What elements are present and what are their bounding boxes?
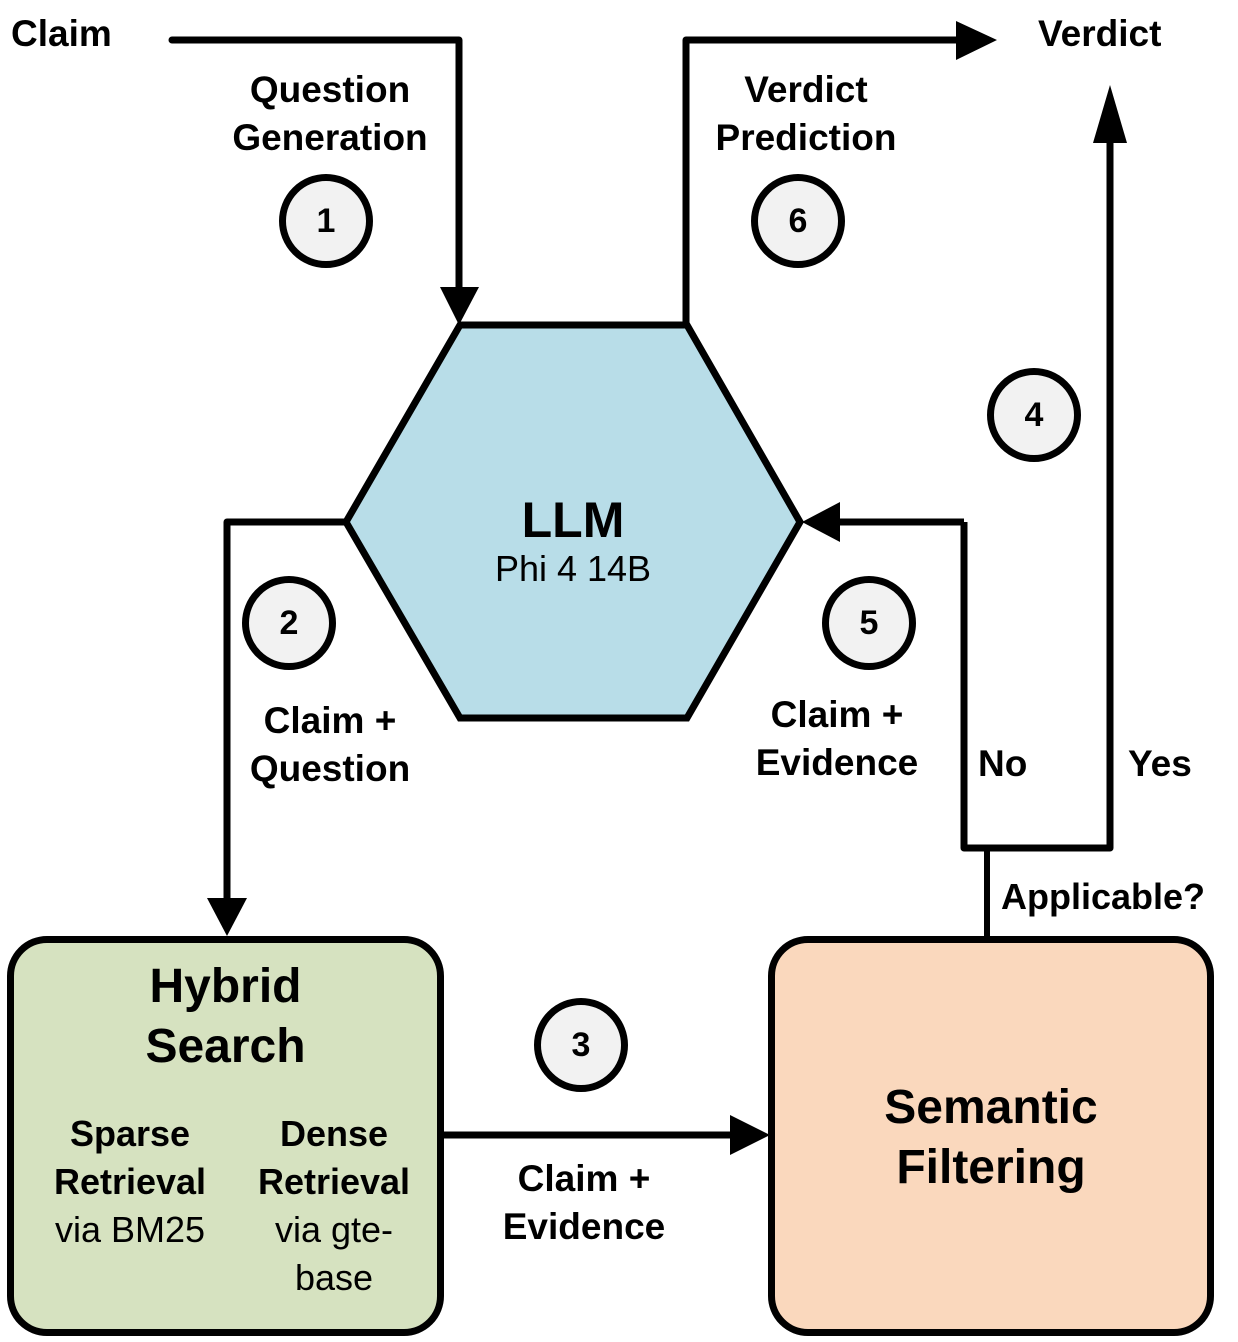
decision-no-label: No	[978, 743, 1028, 784]
step-3-badge: 3	[534, 998, 628, 1092]
dense-retrieval: Dense Retrieval via gte- base	[234, 1110, 434, 1302]
decision-applicable-label: Applicable?	[1001, 876, 1206, 917]
dense-retrieval-line2: Retrieval	[257, 1161, 411, 1202]
sparse-retrieval-line2: Retrieval	[53, 1161, 207, 1202]
arrowhead-claim-to-llm	[440, 287, 479, 325]
step-6-label-line1: Verdict	[744, 69, 868, 110]
arrowhead-llm-to-verdict	[956, 21, 997, 60]
semantic-filtering-title: Semantic Filtering	[775, 1078, 1207, 1198]
step-2-label-line2: Question	[249, 748, 411, 789]
decision-yes-label: Yes	[1128, 743, 1192, 784]
step-2-label-line1: Claim +	[263, 700, 397, 741]
llm-title: LLM	[521, 492, 625, 548]
step-3-label-line2: Evidence	[502, 1206, 666, 1247]
step-1-label-line1: Question	[249, 69, 411, 110]
hybrid-search-title: Hybrid Search	[14, 957, 437, 1077]
semantic-filtering-title-line2: Filtering	[896, 1141, 1086, 1194]
edge-llm-to-hybrid-search	[223, 518, 346, 902]
edge-llm-to-verdict	[682, 36, 960, 325]
step-3-label: Claim + Evidence	[484, 1155, 684, 1251]
sparse-retrieval-method: via BM25	[54, 1209, 206, 1250]
hybrid-search-title-line2: Search	[145, 1020, 306, 1073]
edge-claim-to-llm	[168, 36, 463, 296]
step-2-badge: 2	[242, 576, 336, 670]
semantic-filtering-title-line1: Semantic	[884, 1081, 1098, 1134]
step-1-label-line2: Generation	[232, 117, 428, 158]
step-5-label: Claim + Evidence	[740, 691, 934, 787]
step-5-label-line1: Claim +	[770, 694, 904, 735]
step-5-badge: 5	[822, 576, 916, 670]
arrowhead-no-to-llm	[802, 502, 840, 542]
hybrid-search-title-line1: Hybrid	[149, 960, 302, 1013]
dense-retrieval-method-line1: via gte-	[274, 1209, 394, 1250]
step-1-label: Question Generation	[214, 66, 446, 162]
dense-retrieval-method-line2: base	[294, 1257, 374, 1298]
hybrid-search-node[interactable]: Hybrid Search Sparse Retrieval via BM25 …	[7, 936, 444, 1336]
sparse-retrieval: Sparse Retrieval via BM25	[30, 1110, 230, 1254]
step-6-label-line2: Prediction	[715, 117, 897, 158]
llm-node[interactable]: LLM Phi 4 14B	[400, 492, 746, 590]
dense-retrieval-line1: Dense	[279, 1113, 389, 1154]
step-1-badge: 1	[279, 174, 373, 268]
step-6-badge: 6	[751, 174, 845, 268]
step-5-label-line2: Evidence	[755, 742, 919, 783]
step-3-label-line1: Claim +	[517, 1158, 651, 1199]
llm-subtitle: Phi 4 14B	[494, 548, 652, 589]
verdict-output-label: Verdict	[1038, 13, 1162, 54]
arrowhead-llm-to-hybrid-search	[207, 898, 247, 936]
arrowhead-hybrid-to-semantic	[730, 1115, 770, 1155]
step-6-label: Verdict Prediction	[697, 66, 915, 162]
sparse-retrieval-line1: Sparse	[69, 1113, 191, 1154]
step-4-badge: 4	[987, 368, 1081, 462]
semantic-filtering-node[interactable]: Semantic Filtering	[768, 936, 1214, 1336]
claim-input-label: Claim	[11, 13, 112, 54]
edge-decision-fork	[960, 120, 1114, 852]
step-2-label: Claim + Question	[230, 697, 430, 793]
arrowhead-yes-to-verdict	[1093, 85, 1127, 143]
